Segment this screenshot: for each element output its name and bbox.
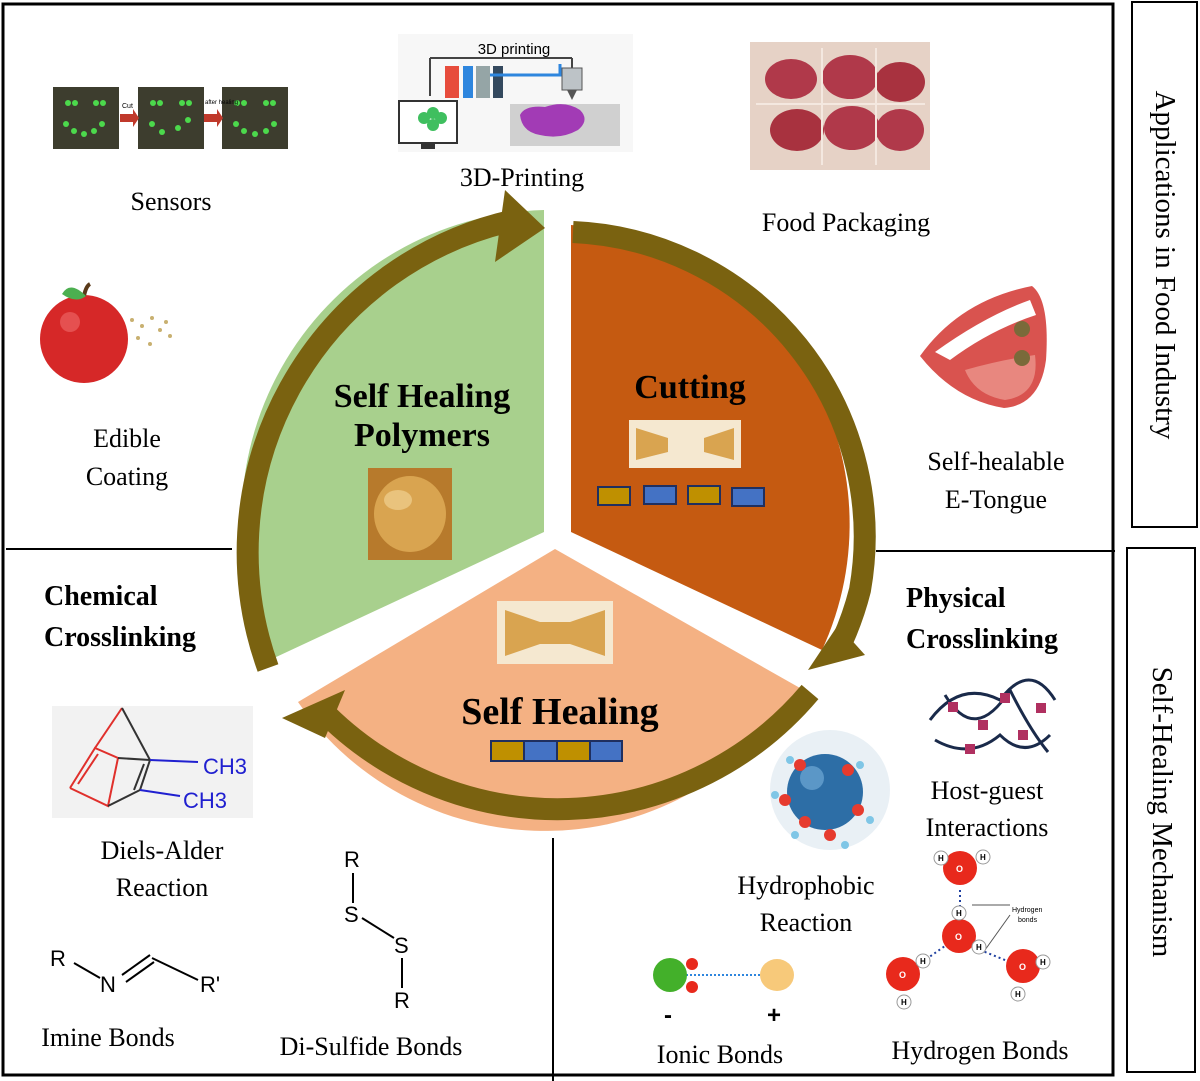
ionic-bonds-image [653, 958, 794, 993]
healed-blocks [490, 740, 623, 762]
arrowhead-bottom [282, 690, 345, 738]
diels-alder-label-line1: Diels-Alder [101, 836, 224, 865]
host-guest-label-line2: Interactions [926, 813, 1049, 842]
atom-h-5: H [920, 957, 926, 966]
physical-heading-line1: Physical [906, 583, 1006, 614]
atom-h-3: H [956, 909, 962, 918]
diels-alder-structure [52, 706, 253, 818]
hydrophobic-label-line1: Hydrophobic [737, 871, 874, 900]
sensor-arrow-label-1: Cut [122, 103, 133, 110]
atom-h-2: H [980, 853, 986, 862]
hydrogen-bonds-label: Hydrogen Bonds [892, 1036, 1069, 1065]
applications-side-box [1131, 1, 1198, 528]
hydrogen-bonds-image [886, 849, 1051, 1010]
hydrogen-inset-line2: bonds [1018, 917, 1038, 924]
printer-image [398, 34, 633, 152]
sensors-image [53, 87, 288, 149]
polymers-title-line2: Polymers [354, 417, 490, 454]
printing-label: 3D-Printing [460, 163, 584, 192]
cut-block-2 [643, 485, 677, 505]
polymers-title-line1: Self Healing [334, 378, 511, 415]
disulfide-label: Di-Sulfide Bonds [280, 1032, 463, 1061]
arrowhead-top [495, 190, 545, 262]
arrow-arc-bottom [312, 684, 819, 821]
disulfide-structure [352, 873, 403, 988]
cut-block-3 [687, 485, 721, 505]
arrowhead-right [808, 625, 865, 670]
healed-sample-shape [505, 610, 605, 656]
packaging-label: Food Packaging [762, 208, 930, 237]
coating-label-line1: Edible [93, 424, 161, 453]
atom-h-7: H [1040, 958, 1046, 967]
apple-image [40, 282, 172, 383]
applications-side-label: Applications in Food Industry [1149, 91, 1181, 440]
main-frame [1, 2, 1115, 1077]
hydrogen-inset-line1: Hydrogen [1012, 907, 1042, 914]
cut-blocks [597, 485, 765, 507]
imine-structure [73, 954, 199, 983]
disulfide-s-2: S [394, 933, 409, 958]
disulfide-s-1: S [344, 902, 359, 927]
atom-o-3: O [899, 970, 906, 980]
arrow-arc-right [572, 221, 876, 655]
imine-n: N [100, 972, 116, 997]
healed-block-2 [523, 740, 558, 762]
host-guest-image [928, 678, 1057, 754]
printer-inset-title: 3D printing [478, 41, 551, 58]
atom-o-1: O [956, 864, 963, 874]
atom-h-1: H [938, 854, 944, 863]
host-guest-label-line1: Host-guest [931, 776, 1044, 805]
sensor-arrow-label-2: after healing [205, 100, 238, 106]
healed-block-3 [556, 740, 591, 762]
physical-heading-line2: Crosslinking [906, 624, 1058, 655]
ionic-minus-sign: - [664, 1002, 672, 1029]
disulfide-r-top: R [344, 847, 360, 872]
atom-h-8: H [1015, 990, 1021, 999]
imine-label: Imine Bonds [41, 1023, 175, 1052]
etongue-label-line1: Self-healable [927, 447, 1064, 476]
ionic-bonds-label: Ionic Bonds [657, 1040, 783, 1069]
atom-h-6: H [901, 998, 907, 1007]
healed-block-4 [589, 740, 623, 762]
food-packaging-image [750, 42, 930, 170]
sensors-label: Sensors [131, 187, 212, 216]
polymer-gel-highlight [374, 476, 446, 552]
atom-h-4: H [976, 943, 982, 952]
diels-alder-label-line2: Reaction [116, 873, 208, 902]
polymers-sector [241, 210, 545, 658]
mechanism-side-label: Self-Healing Mechanism [1146, 667, 1178, 958]
cycle-arrows [236, 209, 876, 821]
cut-block-1 [597, 486, 631, 506]
healing-title: Self Healing [461, 691, 658, 733]
healed-block-1 [490, 740, 525, 762]
healing-sector [298, 549, 800, 831]
disulfide-r-bottom: R [394, 988, 410, 1013]
cutting-title: Cutting [634, 369, 745, 406]
hydrophobic-image [770, 730, 890, 850]
etongue-label-line2: E-Tongue [945, 485, 1047, 514]
chemical-heading-line1: Chemical [44, 581, 158, 612]
atom-o-4: O [1019, 962, 1026, 972]
atom-o-2: O [955, 932, 962, 942]
chemical-heading-line2: Crosslinking [44, 622, 196, 653]
cut-block-4 [731, 487, 765, 507]
cut-sample-right [704, 428, 734, 460]
etongue-image [920, 286, 1047, 408]
arrow-arc-left [236, 209, 518, 672]
imine-r-prime: R' [200, 972, 220, 997]
ch3-label-1: CH3 [203, 754, 247, 779]
ch3-label-2: CH3 [183, 788, 227, 813]
imine-r: R [50, 946, 66, 971]
cut-sample-left [636, 428, 668, 460]
coating-label-line2: Coating [86, 462, 168, 491]
ionic-plus-sign: + [767, 1002, 781, 1029]
polymer-gel-shine [384, 490, 412, 510]
mechanism-side-box [1126, 547, 1196, 1073]
hydrophobic-label-line2: Reaction [760, 908, 852, 937]
